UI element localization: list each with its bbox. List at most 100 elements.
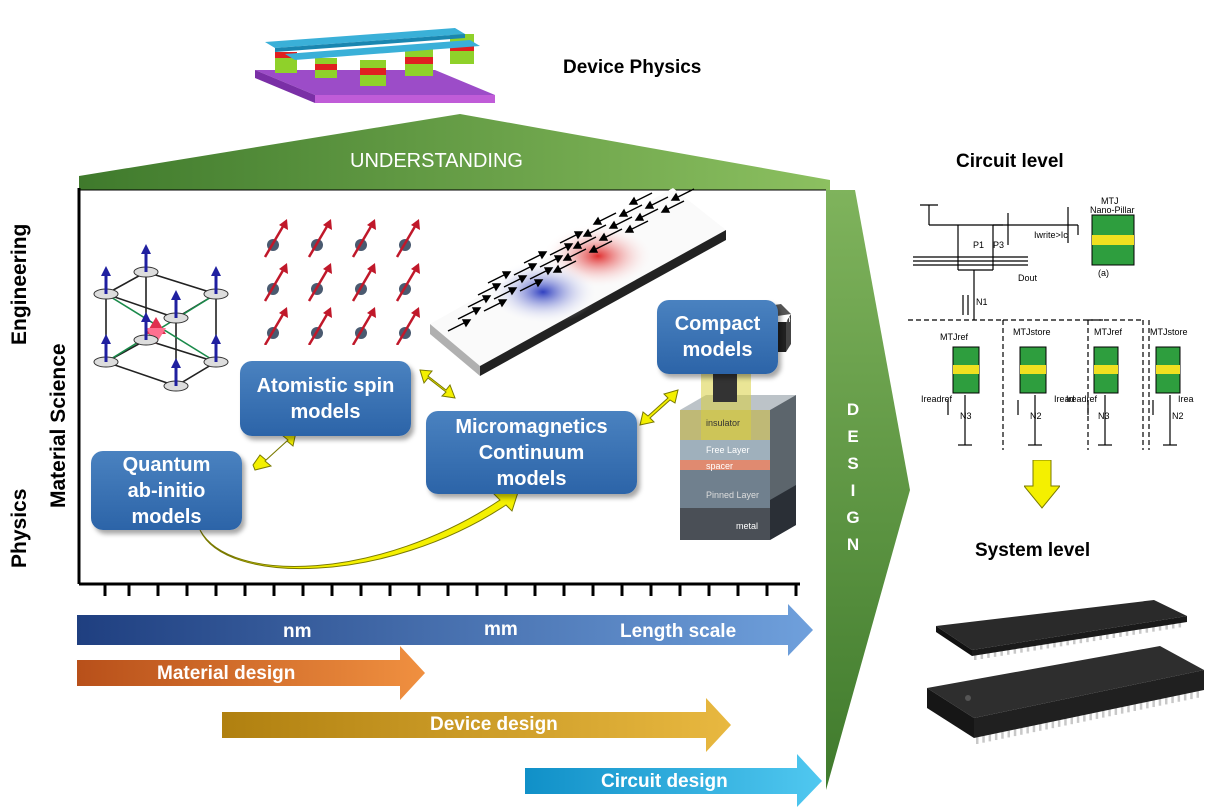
chip-pin xyxy=(1102,709,1105,718)
n3b-label: N3 xyxy=(1098,411,1110,421)
chip-pin xyxy=(993,650,997,657)
chip-pin xyxy=(1165,623,1168,630)
chip-pin xyxy=(1053,641,1056,648)
iread-label: Iread xyxy=(1054,394,1075,404)
chip-pin xyxy=(1032,724,1036,733)
chip-pin xyxy=(1177,693,1181,702)
chip-pin xyxy=(1000,649,1003,656)
p3-label: P3 xyxy=(993,240,1005,250)
chip-pin xyxy=(1158,697,1162,706)
design-letter: E xyxy=(847,427,859,446)
chip-pin xyxy=(1120,705,1124,714)
magnetization-arrow-head xyxy=(573,231,584,240)
mm-label: mm xyxy=(484,619,518,640)
spin-arrow-head xyxy=(411,219,420,230)
chip-pin xyxy=(1026,725,1029,734)
chip-pin xyxy=(974,654,977,660)
mtjref1-label: MTJref xyxy=(940,332,968,342)
atomistic-line: models xyxy=(290,400,361,423)
quantum-line: models xyxy=(131,505,202,528)
memory-chip-illustration xyxy=(927,600,1204,744)
chip-pin xyxy=(1196,689,1199,698)
chip-pin xyxy=(1040,643,1043,650)
spin-arrow-head xyxy=(323,219,332,230)
spin-arrow xyxy=(395,310,419,345)
chip-pin xyxy=(1073,638,1076,645)
chip-pin xyxy=(987,651,990,658)
chip-pin xyxy=(1165,696,1168,705)
chip-pin xyxy=(1127,704,1130,713)
chip-pin xyxy=(994,732,998,741)
magnetization-arrow-head xyxy=(491,283,502,292)
stack-insulator-label: insulator xyxy=(706,418,741,428)
a-label: (a) xyxy=(1098,268,1109,278)
circuit-level-label: Circuit level xyxy=(956,151,1064,172)
chip-pin xyxy=(1059,640,1063,647)
nm-label: nm xyxy=(283,621,312,642)
chip-pin xyxy=(1033,644,1036,651)
chip-pin xyxy=(1139,701,1143,710)
chip-pin xyxy=(1086,636,1089,643)
chip-pin xyxy=(1066,639,1069,646)
chip-pin xyxy=(1079,637,1083,644)
chip-pin xyxy=(1045,721,1048,730)
circuit-design-label: Circuit design xyxy=(601,771,728,792)
micromagnetics-line: Continuum xyxy=(478,441,585,464)
chip-pin xyxy=(1114,706,1118,715)
magnetization-arrow-head xyxy=(618,208,629,217)
spin-arrow-head xyxy=(323,307,332,318)
spin-arrow xyxy=(263,310,287,345)
stack-spacer-label: spacer xyxy=(706,461,734,471)
design-letter: I xyxy=(850,481,856,500)
spin-arrow xyxy=(395,266,419,302)
chip-pin xyxy=(1152,699,1155,708)
spin-arrow xyxy=(307,310,331,345)
magnetization-arrow-head xyxy=(497,299,508,308)
system-level-label: System level xyxy=(975,540,1091,561)
spin-arrow-head xyxy=(279,219,288,230)
spin-arrow-head xyxy=(367,219,376,230)
magnetization-arrow-head xyxy=(624,224,635,233)
length-scale-label: Length scale xyxy=(620,621,737,642)
magnetization-arrow-head xyxy=(660,204,671,213)
chip-pin xyxy=(1089,712,1092,721)
magnetization-arrow-head xyxy=(628,196,639,205)
spin-arrow-head xyxy=(323,263,332,274)
magnetization-arrow-head xyxy=(588,244,599,253)
micromagnetics-line: models xyxy=(496,467,567,490)
magnetization-arrow-head xyxy=(461,319,472,328)
spin-arrow-head xyxy=(367,263,376,274)
chip-pin xyxy=(1057,718,1061,727)
spin-arrow xyxy=(351,222,375,258)
magnetization-arrow-head xyxy=(592,216,603,225)
chip-pin xyxy=(1152,625,1155,632)
design-vertical-label: D E S I G N xyxy=(843,396,863,558)
chip-pin xyxy=(976,736,979,744)
chip-pin xyxy=(1092,635,1096,642)
magnetization-arrow-head xyxy=(507,287,518,296)
stack-metal-top-label: metal xyxy=(783,314,806,324)
spin-array-illustration xyxy=(263,219,420,345)
chip-pin xyxy=(1039,722,1042,731)
chip-pin xyxy=(1026,645,1030,652)
micromagnetics-line: Micromagnetics xyxy=(455,415,608,438)
magnetization-arrow-head xyxy=(608,220,619,229)
chip-pin xyxy=(1013,647,1017,654)
spin-arrow xyxy=(351,266,375,302)
chip-pin xyxy=(980,652,984,659)
chip-pin xyxy=(1139,627,1142,634)
n2a-label: N2 xyxy=(1030,411,1042,421)
mtjref2-label: MTJref xyxy=(1094,327,1122,337)
compact-line: Compact xyxy=(674,313,761,335)
mtj-label: MTJ xyxy=(1101,196,1119,206)
magnetization-arrow-head xyxy=(572,240,583,249)
design-letter: D xyxy=(846,400,860,419)
spin-arrow xyxy=(307,222,331,258)
nano-pillar-label: Nano-Pillar xyxy=(1090,205,1135,215)
spin-arrow xyxy=(263,266,287,302)
